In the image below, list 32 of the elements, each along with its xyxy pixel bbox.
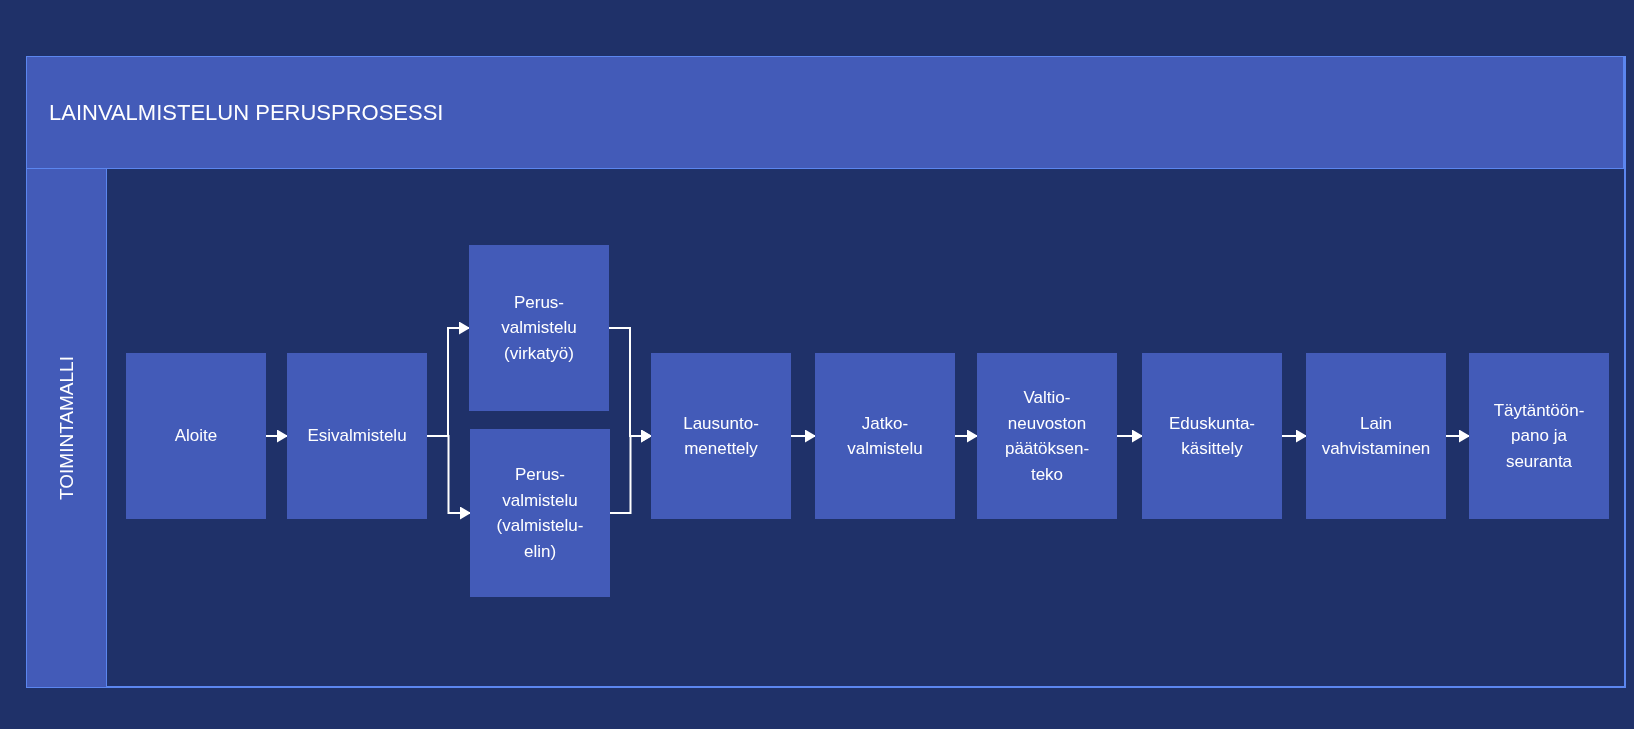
process-box <box>977 353 1117 519</box>
arrow <box>265 429 288 443</box>
process-box <box>651 353 791 519</box>
process-box <box>470 429 610 597</box>
arrow <box>790 429 816 443</box>
process-box <box>287 353 427 519</box>
side-band <box>26 168 107 688</box>
process-box <box>1306 353 1446 519</box>
arrow <box>426 435 471 520</box>
step-label: Eduskunta- käsittely <box>1168 412 1256 460</box>
step-label: Aloite <box>174 425 218 448</box>
lane-label: TOIMINTAMALLI <box>55 356 78 500</box>
arrow <box>1116 429 1143 443</box>
process-box <box>815 353 955 519</box>
step-label: Lain vahvistaminen <box>1320 412 1432 460</box>
header-band <box>26 56 1624 169</box>
process-box <box>1469 353 1609 519</box>
step-label: Perus- valmistelu (virkatyö) <box>500 291 578 365</box>
process-box <box>469 245 609 411</box>
step-label: Lausunto- menettely <box>682 412 760 460</box>
arrow <box>1281 429 1307 443</box>
arrow <box>609 429 652 514</box>
title-text: LAINVALMISTELUN PERUSPROSESSI <box>49 99 444 126</box>
step-label: Jatko- valmistelu <box>846 412 924 460</box>
arrow <box>954 429 978 443</box>
step-label: Täytäntöön- pano ja seuranta <box>1492 399 1586 473</box>
process-box <box>126 353 266 519</box>
step-label: Perus- valmistelu (valmistelu- elin) <box>495 464 585 563</box>
process-box <box>1142 353 1282 519</box>
step-label: Valtio- neuvoston päätöksen- teko <box>1003 387 1091 486</box>
arrow <box>1445 429 1470 443</box>
step-label: Esivalmistelu <box>307 425 407 448</box>
